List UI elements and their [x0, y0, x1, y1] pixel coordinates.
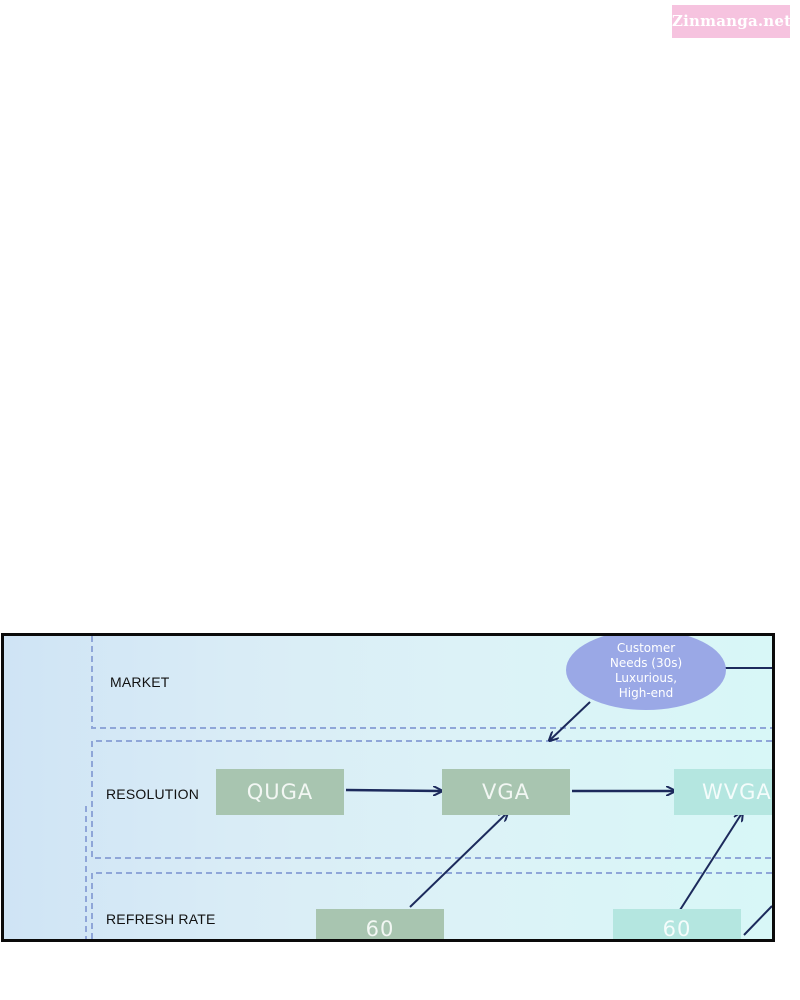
bubble-line-1: Customer	[616, 641, 676, 655]
bubble-line-4: High-end	[618, 686, 674, 700]
watermark: Zinmanga.net	[672, 5, 791, 38]
box-vga: VGA	[442, 769, 570, 815]
row-label-resolution: RESOLUTION	[106, 786, 200, 802]
arrow-offscreen-right	[743, 905, 772, 936]
diagram-lines	[85, 636, 772, 939]
arrow-60b-to-wvga	[679, 813, 742, 911]
refresh-row-border	[91, 872, 772, 939]
bubble-line-2: Needs (30s)	[609, 656, 683, 670]
arrow-quga-to-vga	[345, 790, 441, 791]
box-refresh-60-a: 60	[316, 909, 444, 939]
row-label-refresh-rate: REFRESH RATE	[106, 911, 216, 927]
box-quga: QUGA	[216, 769, 344, 815]
arrow-needs-to-vga	[550, 701, 591, 740]
bubble-line-3: Luxurious,	[614, 671, 678, 685]
market-row-border	[91, 636, 772, 729]
resolution-row-border	[91, 740, 772, 859]
customer-needs-bubble: Customer Needs (30s) Luxurious, High-end	[566, 636, 726, 710]
row-label-market: MARKET	[110, 674, 170, 690]
arrow-60-to-vga	[409, 813, 507, 908]
box-refresh-60-b: 60	[613, 909, 741, 939]
box-wvga: WVGA	[674, 769, 772, 815]
diagram-panel: MARKET RESOLUTION REFRESH RATE QUGA VGA …	[1, 633, 775, 942]
